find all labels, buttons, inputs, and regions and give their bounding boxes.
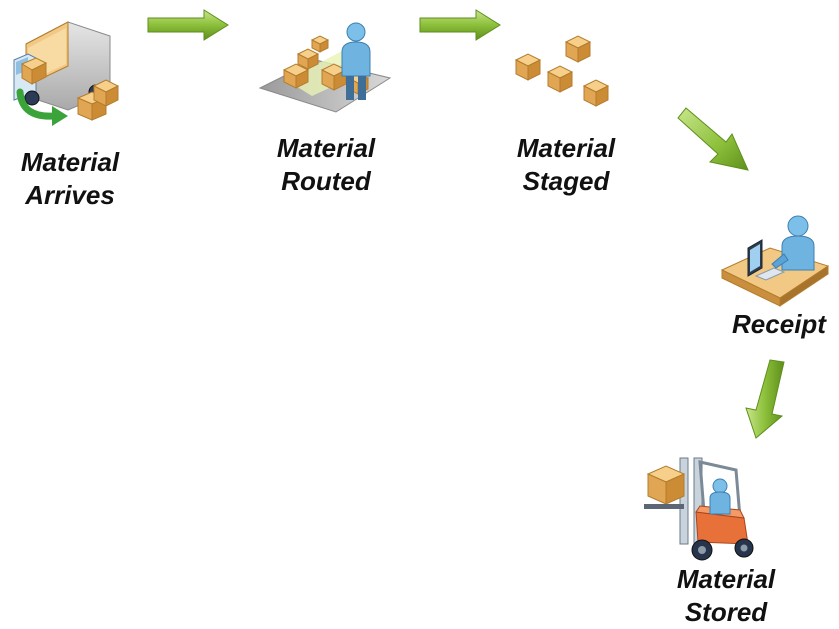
forklift-icon (644, 457, 754, 561)
step-label-material-arrives: Material Arrives (6, 146, 134, 212)
flow-arrow-right (419, 9, 501, 41)
step-label-line2: Stored (684, 597, 768, 627)
step-label-receipt: Receipt (720, 308, 838, 341)
step-label-line1: Receipt (732, 309, 826, 339)
step-label-line1: Material (516, 133, 616, 163)
truck-unloading-icon (13, 21, 120, 126)
step-label-material-routed: Material Routed (262, 132, 390, 198)
step-label-line1: Material (20, 147, 120, 177)
flow-arrow-down-right (677, 107, 749, 171)
worker-routing-boxes-icon (258, 22, 392, 113)
step-label-line2: Routed (281, 166, 371, 196)
step-label-material-stored: Material Stored (662, 563, 790, 629)
step-label-line1: Material (676, 564, 776, 594)
clerk-at-computer-icon (720, 215, 830, 307)
step-label-line2: Staged (522, 166, 610, 196)
step-label-material-staged: Material Staged (502, 132, 630, 198)
step-label-line1: Material (276, 133, 376, 163)
staged-boxes-icon (514, 35, 610, 107)
flow-arrow-down (745, 359, 785, 439)
flow-arrow-right (147, 9, 229, 41)
step-label-line2: Arrives (25, 180, 115, 210)
